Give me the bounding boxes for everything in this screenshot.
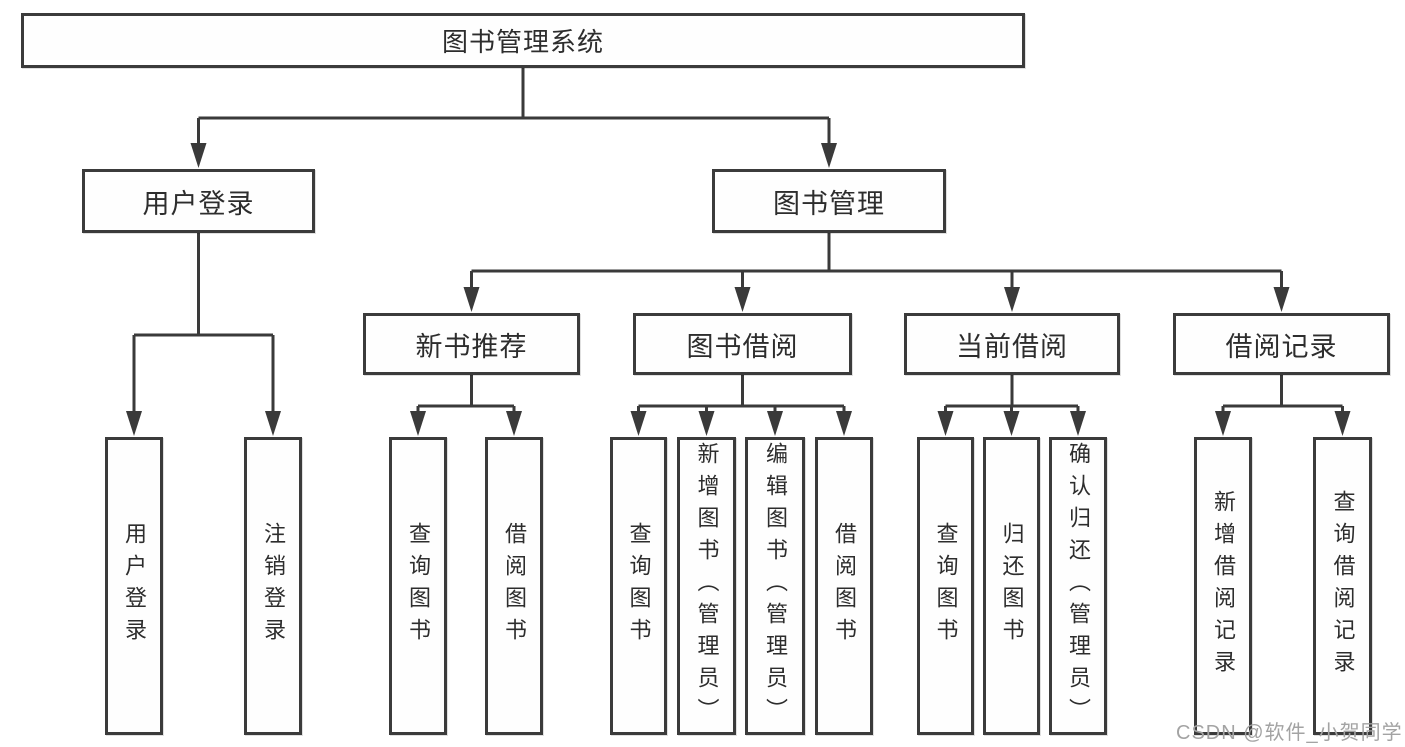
arrowhead-icon bbox=[1273, 287, 1290, 312]
diagram-node-label: 借阅记录 bbox=[1225, 331, 1338, 362]
diagram-node-book-borrow: 图书借阅 bbox=[633, 313, 852, 375]
arrowhead-icon bbox=[1003, 411, 1020, 436]
diagram-node-label: 新增借阅记录 bbox=[1211, 490, 1236, 682]
diagram-node-leaf-query-books-2: 查询图书 bbox=[610, 437, 667, 735]
diagram-node-leaf-query-books-3: 查询图书 bbox=[917, 437, 974, 735]
diagram-node-leaf-logout: 注销登录 bbox=[244, 437, 302, 735]
arrowhead-icon bbox=[265, 411, 281, 436]
arrowhead-icon bbox=[630, 411, 647, 436]
arrowhead-icon bbox=[1215, 411, 1231, 436]
diagram-node-label: 查询图书 bbox=[933, 522, 959, 650]
diagram-node-label: 用户登录 bbox=[122, 522, 147, 650]
diagram-node-leaf-add-record: 新增借阅记录 bbox=[1194, 437, 1252, 735]
arrowhead-icon bbox=[190, 143, 207, 168]
arrowhead-icon bbox=[734, 287, 751, 312]
arrowhead-icon bbox=[698, 411, 715, 436]
diagram-node-label: 查询借阅记录 bbox=[1330, 490, 1356, 682]
arrowhead-icon bbox=[506, 411, 522, 436]
arrowhead-icon bbox=[821, 143, 837, 168]
diagram-node-leaf-query-books-1: 查询图书 bbox=[389, 437, 447, 735]
diagram-node-new-book-rec: 新书推荐 bbox=[363, 313, 580, 375]
diagram-node-borrow-records: 借阅记录 bbox=[1173, 313, 1390, 375]
diagram-node-label: 归还图书 bbox=[999, 522, 1025, 650]
arrowhead-icon bbox=[836, 411, 852, 436]
diagram-node-leaf-return-books: 归还图书 bbox=[983, 437, 1040, 735]
diagram-node-label: 借阅图书 bbox=[832, 522, 857, 650]
diagram-node-label: 图书管理 bbox=[773, 188, 885, 219]
diagram-node-root: 图书管理系统 bbox=[21, 13, 1025, 68]
diagram-node-leaf-borrow-books-2: 借阅图书 bbox=[815, 437, 873, 735]
diagram-node-label: 新增图书（管理员） bbox=[694, 442, 720, 730]
arrowhead-icon bbox=[1070, 411, 1086, 436]
diagram-node-label: 确认归还（管理员） bbox=[1066, 442, 1091, 730]
arrowhead-icon bbox=[126, 411, 142, 436]
diagram-node-label: 图书管理系统 bbox=[441, 27, 604, 57]
diagram-node-label: 查询图书 bbox=[406, 522, 431, 650]
arrowhead-icon bbox=[410, 411, 426, 436]
diagram-node-current-borrow: 当前借阅 bbox=[904, 313, 1120, 375]
diagram-node-label: 查询图书 bbox=[626, 522, 652, 650]
diagram-node-label: 编辑图书（管理员） bbox=[763, 442, 788, 730]
arrowhead-icon bbox=[937, 411, 954, 436]
diagram-node-leaf-query-record: 查询借阅记录 bbox=[1313, 437, 1372, 735]
diagram-node-label: 用户登录 bbox=[142, 188, 255, 219]
diagram-node-label: 图书借阅 bbox=[686, 331, 799, 362]
diagram-node-label: 新书推荐 bbox=[415, 331, 528, 362]
diagram-node-user-login: 用户登录 bbox=[82, 169, 315, 233]
diagram-node-label: 借阅图书 bbox=[502, 522, 527, 650]
arrowhead-icon bbox=[767, 411, 783, 436]
diagram-node-leaf-borrow-books-1: 借阅图书 bbox=[485, 437, 543, 735]
diagram-node-leaf-confirm-return: 确认归还（管理员） bbox=[1049, 437, 1107, 735]
diagram-node-book-mgmt: 图书管理 bbox=[712, 169, 946, 233]
diagram-node-leaf-edit-books: 编辑图书（管理员） bbox=[745, 437, 805, 735]
diagram-node-leaf-add-books: 新增图书（管理员） bbox=[677, 437, 736, 735]
diagram-node-label: 注销登录 bbox=[261, 522, 286, 650]
arrowhead-icon bbox=[463, 287, 480, 312]
arrowhead-icon bbox=[1334, 411, 1351, 436]
diagram-node-label: 当前借阅 bbox=[956, 331, 1068, 362]
watermark-text: CSDN @软件_小贺同学 bbox=[1176, 722, 1403, 744]
diagram-node-leaf-user-login: 用户登录 bbox=[105, 437, 163, 735]
arrowhead-icon bbox=[1004, 287, 1020, 312]
